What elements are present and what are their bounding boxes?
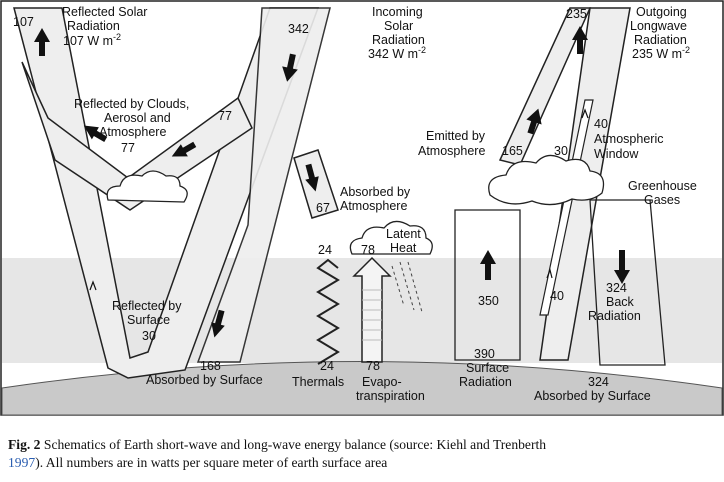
incoming-solar-title-4: 342 W m-2 [368,45,426,61]
atmospheric-window-value: 40 [594,117,608,131]
reflected-clouds-line-2: Aerosol and [104,111,171,125]
caption-figure-number: Fig. 2 [8,437,41,452]
cloud-reflection-band [21,61,253,211]
reflected-surface-line-2: Surface [127,313,170,327]
back-radiation-column [589,199,666,366]
arrow-cloud-right-icon [171,141,197,157]
latent-heat-cloud [349,220,433,255]
atmospheric-window-line-2: Window [594,147,639,161]
incoming-solar-title-1: Incoming [372,5,423,19]
arrow-up-emitted-icon [526,108,542,135]
outgoing-longwave-title-3: Radiation [634,33,687,47]
greenhouse-line-1: Greenhouse [628,179,697,193]
left-cloud [106,170,188,203]
reflected-clouds-line-3: Atmosphere [99,125,166,139]
outgoing-longwave-title-2: Longwave [630,19,687,33]
arrow-down-incoming-icon [282,53,298,82]
surface-radiation-column [454,209,521,361]
back-radiation-value: 324 [606,281,627,295]
reflected-clouds-branch-value: 77 [218,109,232,123]
thermals-label: Thermals [292,375,344,389]
absorbed-atmosphere-line-2: Atmosphere [340,199,407,213]
emitted-atmosphere-line-2: Atmosphere [418,144,485,158]
absorbed-atmosphere-line-1: Absorbed by [340,185,411,199]
right-cloud [488,154,605,206]
outgoing-longwave-title-1: Outgoing [636,5,687,19]
arrow-down-surface-icon [211,309,225,338]
reflected-clouds-value: 77 [121,141,135,155]
surface-radiation-line-2: Radiation [459,375,512,389]
arrow-up-reflected-surface-icon [89,280,97,291]
reflected-solar-value: 107 [13,15,34,29]
thermals-top-value: 24 [318,243,332,257]
thermals-zigzag [316,258,340,365]
surface-radiation-up-value: 350 [478,294,499,308]
incoming-solar-beam [196,7,331,363]
evapotranspiration-line-2: transpiration [356,389,425,403]
arrow-down-absorbed-atm-icon [305,163,319,192]
emitted-window-value: 30 [554,144,568,158]
incoming-solar-value: 342 [288,22,309,36]
latent-heat-line-2: Heat [390,241,417,255]
arrow-down-back-rad-icon [614,250,630,284]
arrow-up-outgoing-icon [572,26,588,54]
absorbed-surface-right-value: 324 [588,375,609,389]
latent-heat-value: 78 [361,243,375,257]
absorbed-surface-right-label: Absorbed by Surface [534,389,651,403]
rain-lines [391,261,423,313]
evapotranspiration-value: 78 [366,359,380,373]
caption-reference-link[interactable]: 1997 [8,455,36,470]
arrow-up-window-lower-icon [546,267,553,279]
back-radiation-line-1: Back [606,295,635,309]
reflected-surface-line-1: Reflected by [112,299,182,313]
reflected-solar-title-2: Radiation [67,19,120,33]
outgoing-longwave-value: 235 [566,7,587,21]
incoming-solar-title-2: Solar [384,19,413,33]
reflected-clouds-line-1: Reflected by Clouds, [74,97,189,111]
absorbed-surface-label: Absorbed by Surface [146,373,263,387]
surface-radiation-line-1: Surface [466,361,509,375]
figure-caption: Fig. 2 Schematics of Earth short-wave an… [8,436,720,472]
arrow-up-surface-rad-icon [480,250,496,280]
latent-heat-line-1: Latent [386,227,421,241]
arrow-up-window-icon [581,108,589,119]
reflected-solar-title-1: Reflected Solar [62,5,147,19]
atmospheric-window-line-1: Atmospheric [594,132,663,146]
absorbed-surface-value: 168 [200,359,221,373]
arrow-up-reflected-icon [34,28,50,56]
back-radiation-line-2: Radiation [588,309,641,323]
evapotranspiration-line-1: Evapo- [362,375,402,389]
atmospheric-window-lower-value: 40 [550,289,564,303]
emitted-atmosphere-line-1: Emitted by [426,129,486,143]
reflected-surface-value: 30 [142,329,156,343]
surface-radiation-value: 390 [474,347,495,361]
absorbed-atmosphere-value: 67 [316,201,330,215]
outgoing-longwave-title-4: 235 W m-2 [632,45,690,61]
energy-balance-diagram: 107 Reflected Solar Radiation 107 W m-2 … [0,0,724,416]
caption-text-2: ). All numbers are in watts per square m… [35,455,388,470]
arrow-cloud-left-icon [83,125,108,142]
caption-text-1: Schematics of Earth short-wave and long-… [40,437,547,452]
incoming-solar-title-3: Radiation [372,33,425,47]
atmospheric-window-band [539,99,594,316]
thermals-bottom-value: 24 [320,359,334,373]
reflected-solar-title-3: 107 W m-2 [63,32,121,48]
emitted-atmosphere-value: 165 [502,144,523,158]
greenhouse-line-2: Gases [644,193,680,207]
